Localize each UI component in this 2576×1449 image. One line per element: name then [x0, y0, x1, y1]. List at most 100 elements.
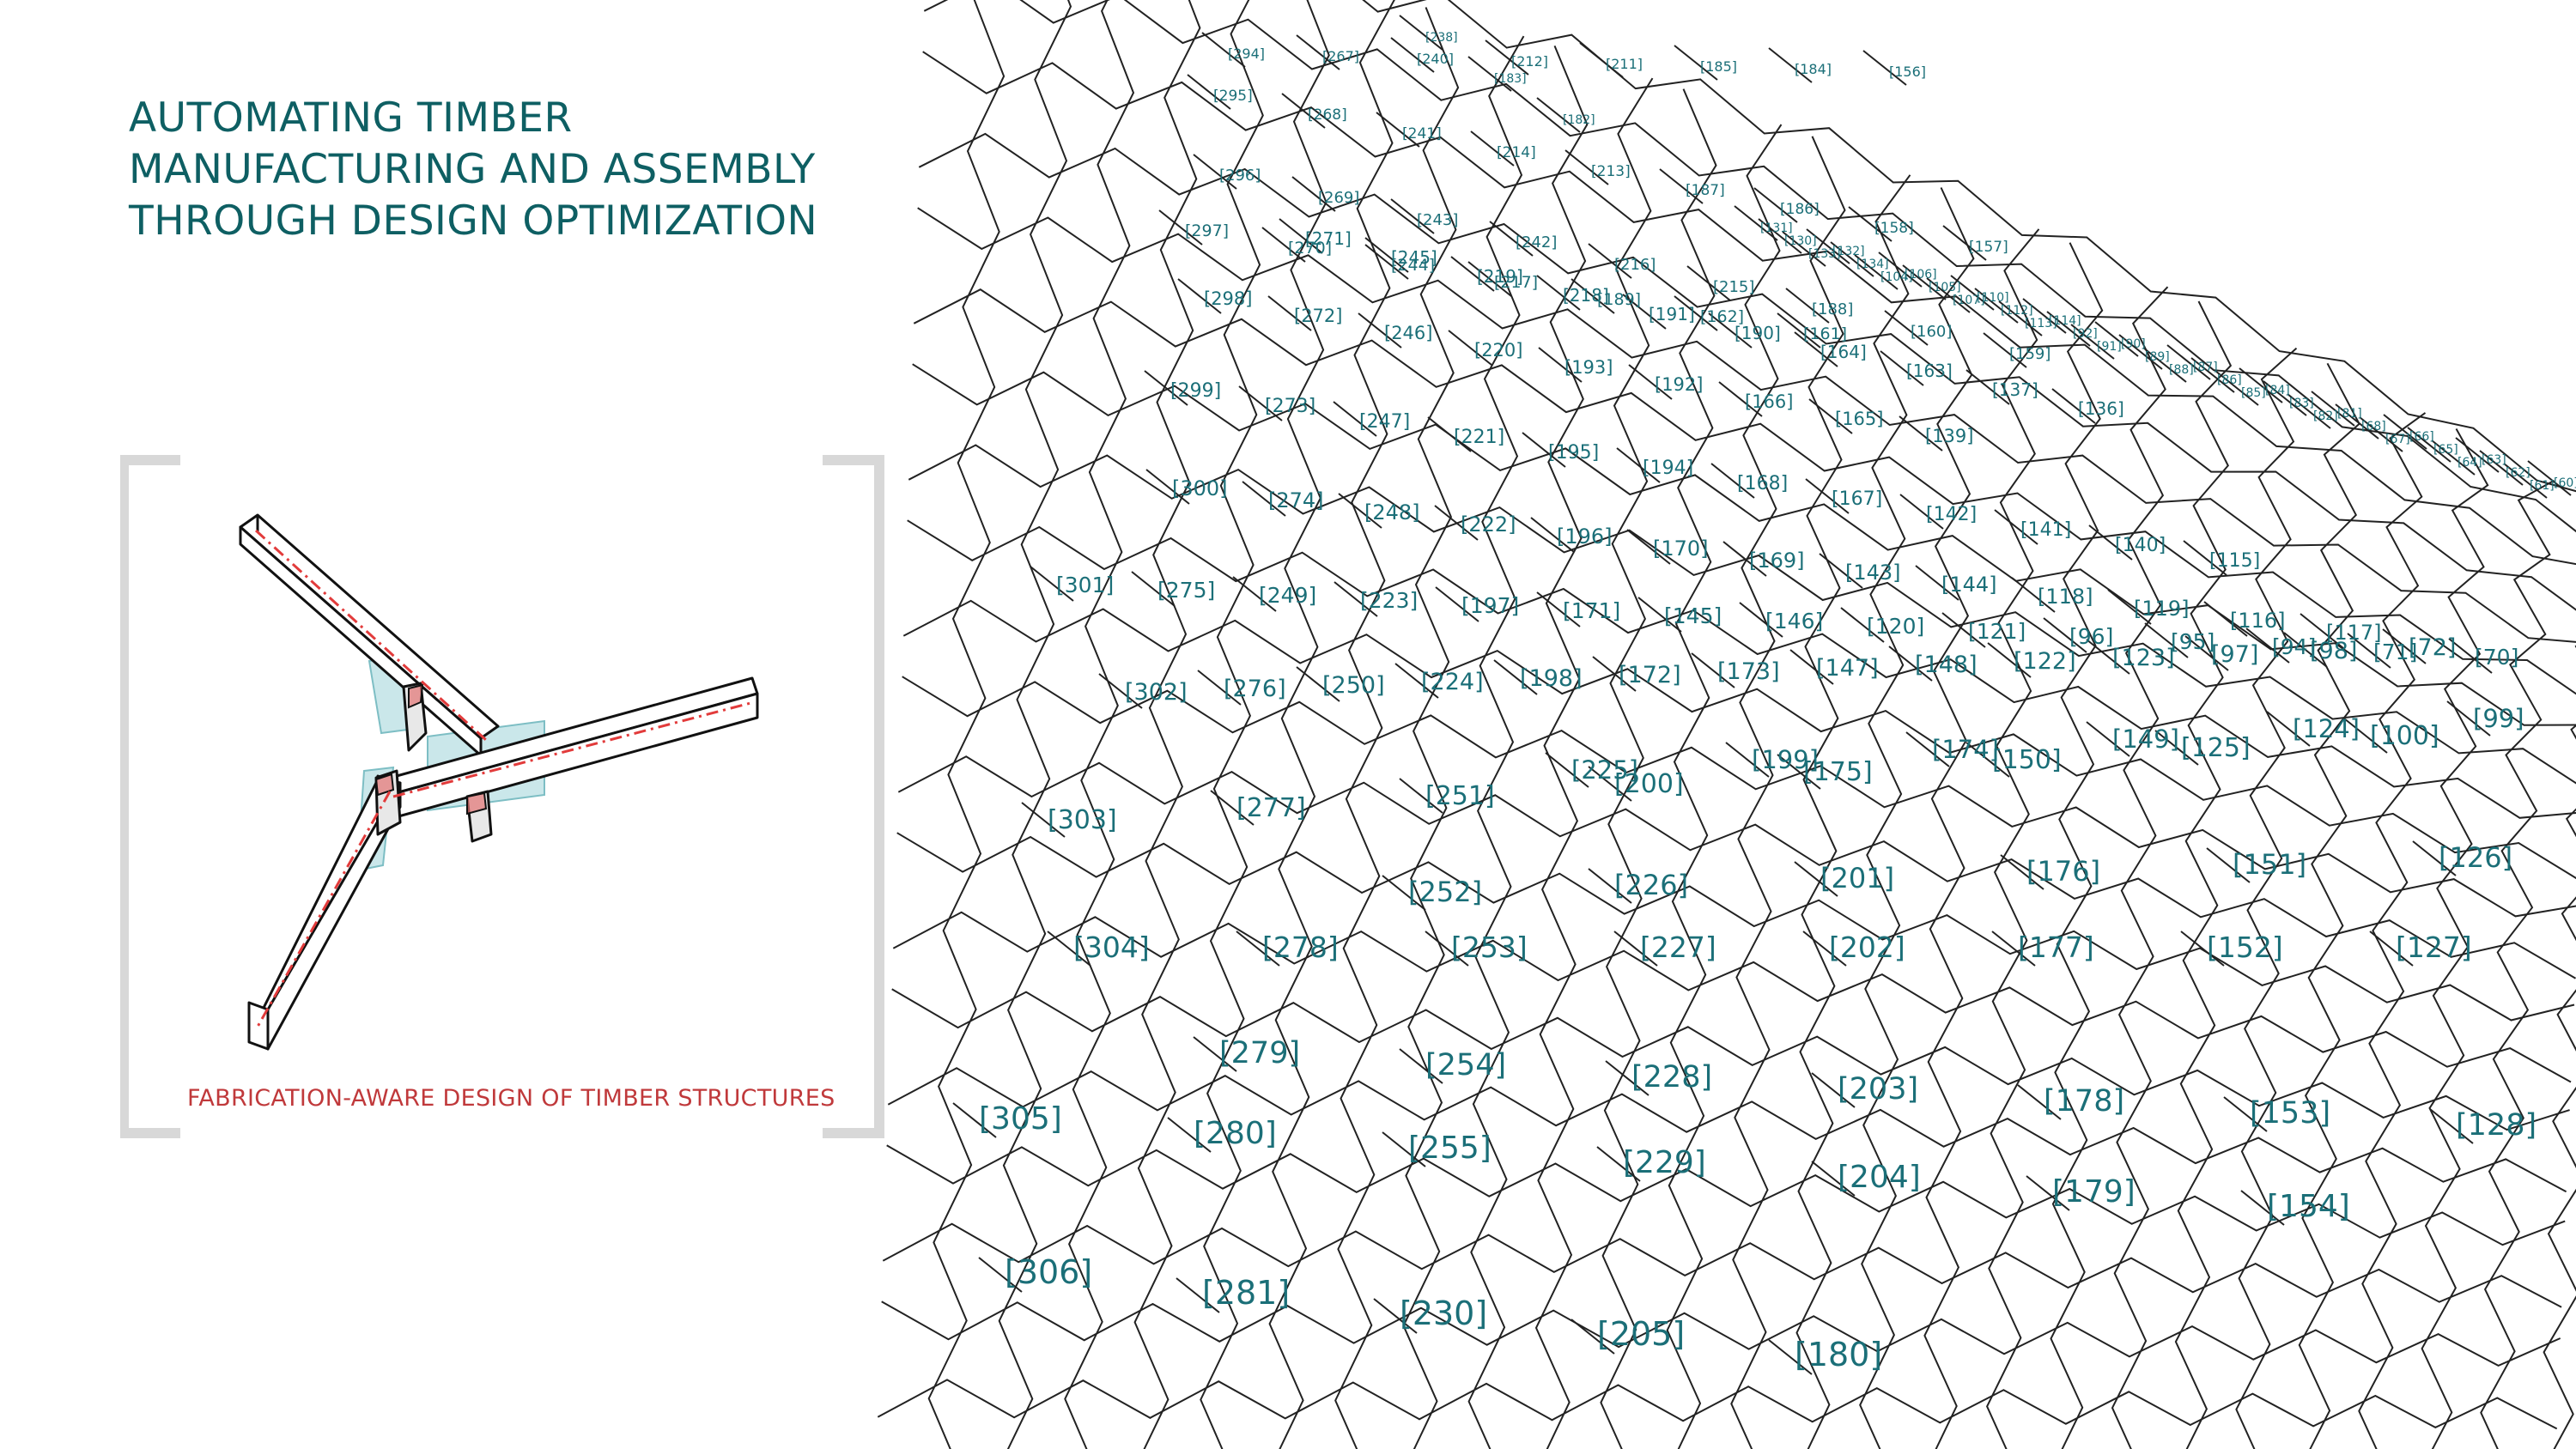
mesh-rib — [2287, 393, 2331, 429]
node-label: [170] — [1653, 537, 1709, 561]
node-label: [145] — [1664, 603, 1722, 628]
node-label: [96] — [2069, 624, 2113, 649]
mesh-edge-column — [1730, 124, 1783, 1449]
mesh-edge-row — [882, 1222, 2562, 1308]
mesh-rib — [1808, 398, 1853, 434]
mesh-rib — [2347, 633, 2391, 669]
node-label: [197] — [1461, 593, 1519, 618]
mesh-rib — [2180, 931, 2225, 967]
node-label: [140] — [2115, 535, 2166, 556]
node-label: [187] — [1686, 182, 1725, 199]
node-label: [216] — [1614, 256, 1656, 274]
mesh-rib — [1399, 1048, 1443, 1084]
node-label: [178] — [2044, 1084, 2124, 1119]
node-label: [144] — [1941, 573, 1997, 597]
node-label: [87] — [2193, 361, 2218, 374]
node-label: [112] — [2001, 304, 2033, 318]
mesh-rib — [2086, 639, 2130, 675]
mesh-rib — [1805, 478, 1850, 514]
mesh-rib — [1201, 32, 1246, 68]
node-label: [107] — [1953, 294, 1985, 307]
mesh-rib — [1588, 766, 1632, 802]
mesh-edge-row — [887, 1067, 2567, 1193]
node-label: [194] — [1643, 458, 1693, 479]
node-label: [151] — [2233, 848, 2306, 881]
node-label: [241] — [1402, 125, 1442, 142]
mesh-edge-column — [1923, 187, 1975, 1449]
node-label: [133] — [1808, 247, 1841, 261]
node-label: [199] — [1752, 745, 1819, 774]
mesh-rib — [2369, 931, 2414, 967]
node-label: [136] — [2078, 398, 2124, 419]
mesh-rib — [1467, 261, 1512, 297]
mesh-rib — [1616, 447, 1661, 483]
mesh-rib — [1888, 646, 1933, 682]
node-label: [247] — [1359, 411, 1410, 433]
node-label: [303] — [1048, 805, 1117, 835]
mesh-edge-row — [892, 911, 2572, 1083]
mesh-rib — [1878, 252, 1923, 288]
node-label: [248] — [1364, 500, 1420, 524]
node-label: [184] — [1795, 61, 1832, 77]
node-label: [143] — [1845, 561, 1901, 585]
mesh-rib — [1242, 481, 1286, 517]
mesh-rib — [1811, 1072, 1856, 1108]
node-label: [60] — [2554, 476, 2576, 490]
mesh-rib — [1802, 931, 1847, 967]
page-title: AUTOMATING TIMBER MANUFACTURING AND ASSE… — [129, 93, 817, 247]
mesh-rib — [1098, 673, 1143, 709]
node-label: [217] — [1494, 273, 1538, 292]
mesh-rib — [2206, 847, 2251, 883]
node-label: [203] — [1838, 1072, 1918, 1106]
node-label: [212] — [1511, 53, 1548, 70]
node-label: [157] — [1969, 239, 2008, 256]
mesh-rib — [1710, 463, 1755, 499]
node-label: [240] — [1417, 51, 1454, 67]
mesh-edge-column — [1666, 88, 1717, 1449]
mesh-edge-column — [1600, 77, 1654, 1449]
mesh-rib — [2070, 324, 2115, 360]
node-label: [192] — [1655, 374, 1703, 395]
node-label: [127] — [2396, 931, 2472, 964]
mesh-rib — [1261, 227, 1306, 263]
mesh-rib — [1296, 666, 1340, 702]
mesh-rib — [1998, 300, 2043, 336]
mesh-rib — [2203, 601, 2248, 637]
node-label: [201] — [1820, 862, 1894, 894]
mesh-rib — [1708, 312, 1753, 349]
mesh-rib — [1530, 517, 1575, 553]
node-label: [183] — [1494, 72, 1527, 86]
mesh-rib — [1613, 931, 1658, 967]
mesh-edge-column — [2480, 479, 2555, 1449]
mesh-rib — [2446, 700, 2491, 737]
mesh-rib — [1167, 1117, 1212, 1153]
mesh-rib — [1819, 553, 1863, 589]
node-label: [63] — [2482, 453, 2506, 467]
node-label: [268] — [1308, 106, 1347, 124]
node-label: [163] — [1906, 361, 1953, 381]
mesh-rib — [1785, 288, 1830, 324]
mesh-rib — [1338, 493, 1382, 529]
node-label: [168] — [1737, 473, 1788, 494]
mesh-rib — [1840, 607, 1885, 643]
node-label: [193] — [1564, 357, 1613, 378]
node-label: [200] — [1614, 769, 1684, 799]
mesh-rib — [1987, 642, 2032, 678]
mesh-edge-column — [998, 0, 1072, 1449]
mesh-edge-column — [1133, 0, 1201, 1449]
mesh-node-labels: [306][281][230][205][180][305][280][255]… — [979, 31, 2576, 1373]
node-label: [88] — [2169, 363, 2194, 377]
beam-centerlines — [254, 529, 755, 1028]
mesh-rib — [1358, 312, 1402, 349]
node-label: [105] — [1929, 281, 1961, 294]
mesh-rib — [2300, 613, 2344, 649]
mesh-rib — [1333, 401, 1377, 437]
node-label: [130] — [1784, 234, 1817, 248]
mesh-rib — [2215, 370, 2259, 406]
mesh-rib — [1364, 244, 1409, 280]
mesh-rib — [952, 1102, 997, 1138]
mesh-rib — [1538, 347, 1583, 383]
mesh-edge-row — [896, 832, 2575, 1022]
node-label: [83] — [2289, 397, 2314, 410]
node-label: [89] — [2145, 350, 2170, 364]
